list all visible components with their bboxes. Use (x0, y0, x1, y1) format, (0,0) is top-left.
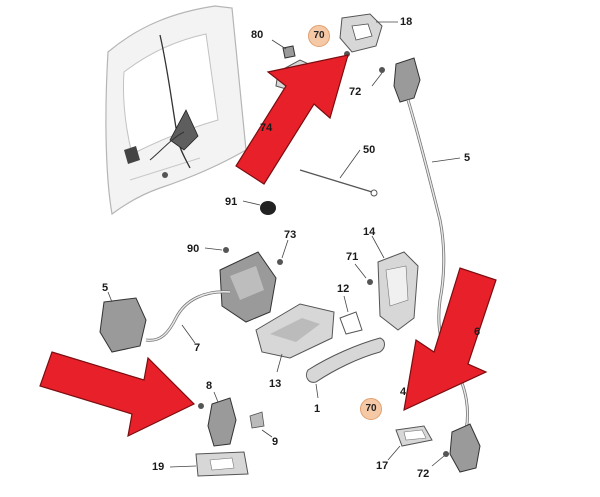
red-arrow-left (39, 351, 196, 438)
part-80-clip (271, 39, 296, 59)
part-13-handle-mechanism (255, 303, 335, 373)
part-91-plug (242, 200, 276, 215)
label-part-17: 17 (376, 460, 389, 472)
label-part-5-left: 5 (102, 282, 109, 294)
part-7-cable (145, 290, 231, 344)
part-8-lock (198, 391, 237, 447)
label-part-74: 74 (260, 122, 273, 134)
part-14-bracket (371, 235, 419, 331)
part-1-exterior-handle (305, 337, 385, 399)
label-part-13: 13 (269, 378, 282, 390)
part-72-top-latch (371, 57, 421, 103)
label-part-18: 18 (400, 16, 413, 28)
red-arrow-top (235, 54, 349, 185)
label-part-73: 73 (284, 229, 297, 241)
label-part-6: 6 (474, 326, 481, 338)
highlight-badge-70-top: 70 (308, 25, 330, 47)
part-9-small-plate (249, 411, 273, 438)
part-72-lower-latch (431, 423, 481, 473)
part-73-bolt (277, 239, 289, 265)
label-part-9: 9 (272, 436, 279, 448)
part-12-handle-frame (339, 295, 363, 335)
label-part-4: 4 (400, 386, 407, 398)
part-17-lower-bracket (387, 425, 433, 461)
label-part-72-top: 72 (349, 86, 362, 98)
part-5-left-lock (99, 291, 147, 353)
label-part-90: 90 (187, 243, 200, 255)
label-part-5-right: 5 (464, 152, 471, 164)
label-part-80: 80 (251, 29, 264, 41)
part-71-screw (354, 263, 373, 285)
label-part-91: 91 (225, 196, 238, 208)
label-part-14: 14 (363, 226, 376, 238)
label-part-7: 7 (194, 342, 201, 354)
label-part-12: 12 (337, 283, 350, 295)
red-arrow-right (403, 267, 497, 412)
rear-door-panel (105, 5, 247, 216)
label-part-19: 19 (152, 461, 165, 473)
label-part-8: 8 (206, 380, 213, 392)
label-part-71: 71 (346, 251, 359, 263)
part-19-bottom-plate (169, 451, 249, 477)
label-part-50: 50 (363, 144, 376, 156)
part-50-rod (299, 149, 378, 197)
label-part-72-bottom: 72 (417, 468, 430, 480)
label-part-1: 1 (314, 403, 321, 415)
part-90-screw (204, 247, 229, 253)
highlight-badge-70-bottom: 70 (360, 398, 382, 420)
part-18-top-bracket (339, 13, 398, 57)
part-6-center-lock (219, 251, 277, 323)
